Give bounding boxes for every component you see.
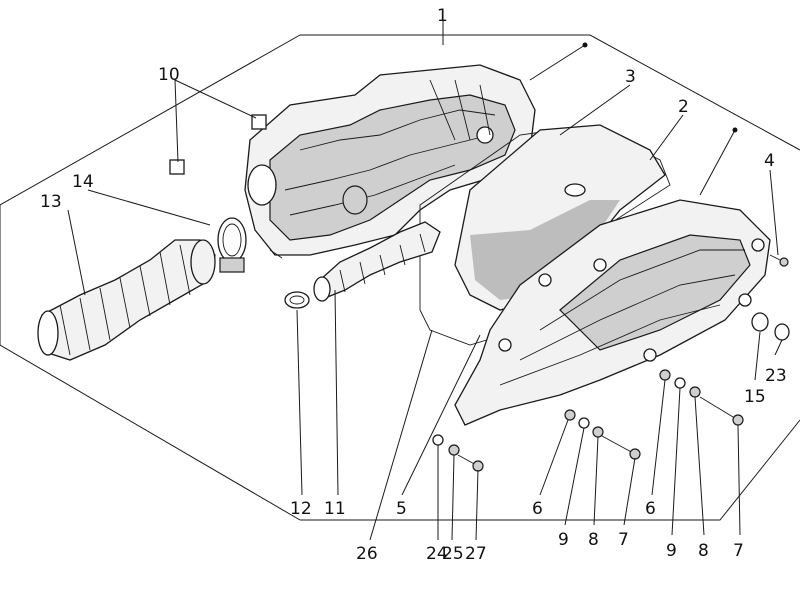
callout-9b: 9 [666,541,677,561]
assembly-outline-frame [0,20,800,521]
callout-8b: 8 [698,541,709,561]
callout-11: 11 [324,499,346,519]
leader-lines [67,35,783,541]
drain-plug-part [751,312,790,341]
callout-27: 27 [465,544,487,564]
callout-25: 25 [442,544,464,564]
callout-26: 26 [356,544,378,564]
callout-2: 2 [678,97,689,117]
callout-1: 1 [437,6,448,26]
callout-10: 10 [158,65,180,85]
callout-7b: 7 [733,541,744,561]
cover-screw-part [769,254,789,267]
housing-clip-part [169,114,267,175]
callout-3: 3 [625,67,636,87]
callout-7a: 7 [618,530,629,550]
callout-5: 5 [396,499,407,519]
callout-23: 23 [765,366,787,386]
filter-cover-part [454,199,771,426]
callout-labels: 1 3 2 4 10 14 13 15 23 12 11 5 6 6 26 24… [40,6,787,564]
small-clamp-part [284,291,310,309]
filter-element-part [454,124,666,311]
callout-6a: 6 [532,499,543,519]
intake-duct-part [37,239,216,361]
callout-15: 15 [744,387,766,407]
callout-14: 14 [72,172,94,192]
callout-4: 4 [764,151,775,171]
callout-8a: 8 [588,530,599,550]
hose-clamp-part [217,217,247,273]
air-filter-housing-part [244,64,536,259]
callout-9a: 9 [558,530,569,550]
callout-6b: 6 [645,499,656,519]
callout-13: 13 [40,192,62,212]
inlet-connector-part [313,221,441,302]
callout-12: 12 [290,499,312,519]
callout-24: 24 [426,544,448,564]
